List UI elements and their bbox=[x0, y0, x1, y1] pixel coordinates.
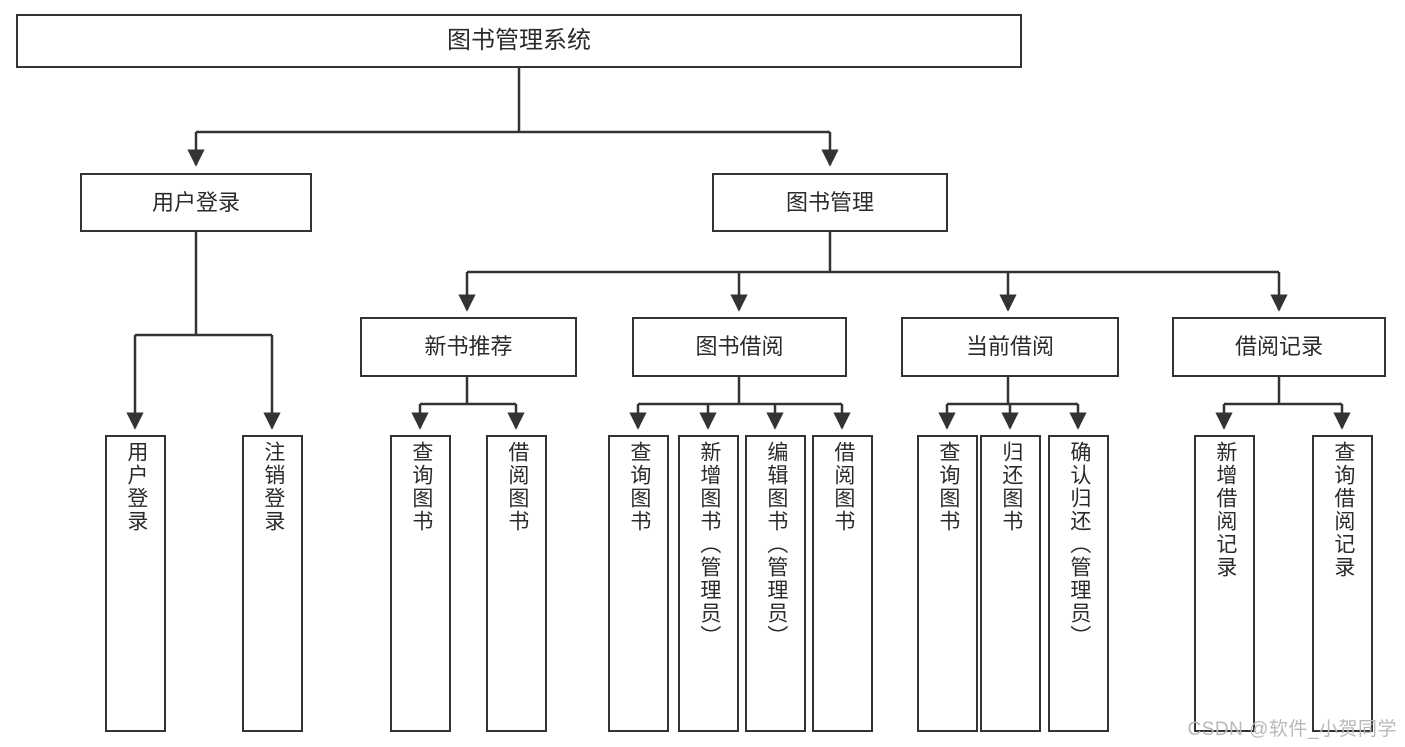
node-borrow-record[interactable]: 借阅记录 bbox=[1172, 317, 1386, 377]
node-book-borrow[interactable]: 图书借阅 bbox=[632, 317, 847, 377]
node-label: 查询借阅记录 bbox=[1331, 441, 1355, 579]
node-user-login[interactable]: 用户登录 bbox=[80, 173, 312, 232]
node-root-book-management-system[interactable]: 图书管理系统 bbox=[16, 14, 1022, 68]
node-label: 查询图书 bbox=[936, 441, 960, 533]
node-label: 新增借阅记录 bbox=[1213, 441, 1237, 579]
node-label: 借阅图书 bbox=[505, 441, 529, 533]
node-label: 查询图书 bbox=[409, 441, 433, 533]
node-leaf-query-book-3[interactable]: 查询图书 bbox=[917, 435, 978, 732]
node-label: 借阅记录 bbox=[1234, 334, 1323, 360]
node-label: 当前借阅 bbox=[965, 334, 1054, 360]
node-label: 确认归还（管理员） bbox=[1067, 441, 1091, 648]
node-leaf-add-record[interactable]: 新增借阅记录 bbox=[1194, 435, 1255, 732]
node-leaf-borrow-book-1[interactable]: 借阅图书 bbox=[486, 435, 547, 732]
node-current-borrow[interactable]: 当前借阅 bbox=[901, 317, 1119, 377]
node-leaf-query-book-1[interactable]: 查询图书 bbox=[390, 435, 451, 732]
node-new-book-recommend[interactable]: 新书推荐 bbox=[360, 317, 577, 377]
node-label: 新书推荐 bbox=[424, 334, 513, 360]
node-leaf-edit-book[interactable]: 编辑图书（管理员） bbox=[745, 435, 806, 732]
node-leaf-query-book-2[interactable]: 查询图书 bbox=[608, 435, 669, 732]
node-label: 新增图书（管理员） bbox=[697, 441, 721, 648]
node-leaf-add-book[interactable]: 新增图书（管理员） bbox=[678, 435, 739, 732]
node-leaf-borrow-book-2[interactable]: 借阅图书 bbox=[812, 435, 873, 732]
node-book-management[interactable]: 图书管理 bbox=[712, 173, 948, 232]
node-label: 用户登录 bbox=[124, 441, 148, 533]
node-label: 用户登录 bbox=[151, 189, 240, 215]
node-label: 图书借阅 bbox=[695, 334, 784, 360]
node-leaf-confirm-return[interactable]: 确认归还（管理员） bbox=[1048, 435, 1109, 732]
node-label: 注销登录 bbox=[261, 441, 285, 533]
node-label: 图书管理系统 bbox=[447, 27, 591, 55]
node-leaf-return-book[interactable]: 归还图书 bbox=[980, 435, 1041, 732]
node-leaf-query-record[interactable]: 查询借阅记录 bbox=[1312, 435, 1373, 732]
node-label: 查询图书 bbox=[627, 441, 651, 533]
node-label: 归还图书 bbox=[999, 441, 1023, 533]
node-leaf-user-login[interactable]: 用户登录 bbox=[105, 435, 166, 732]
node-label: 借阅图书 bbox=[831, 441, 855, 533]
node-label: 图书管理 bbox=[785, 189, 874, 215]
node-leaf-logout[interactable]: 注销登录 bbox=[242, 435, 303, 732]
node-label: 编辑图书（管理员） bbox=[764, 441, 788, 648]
